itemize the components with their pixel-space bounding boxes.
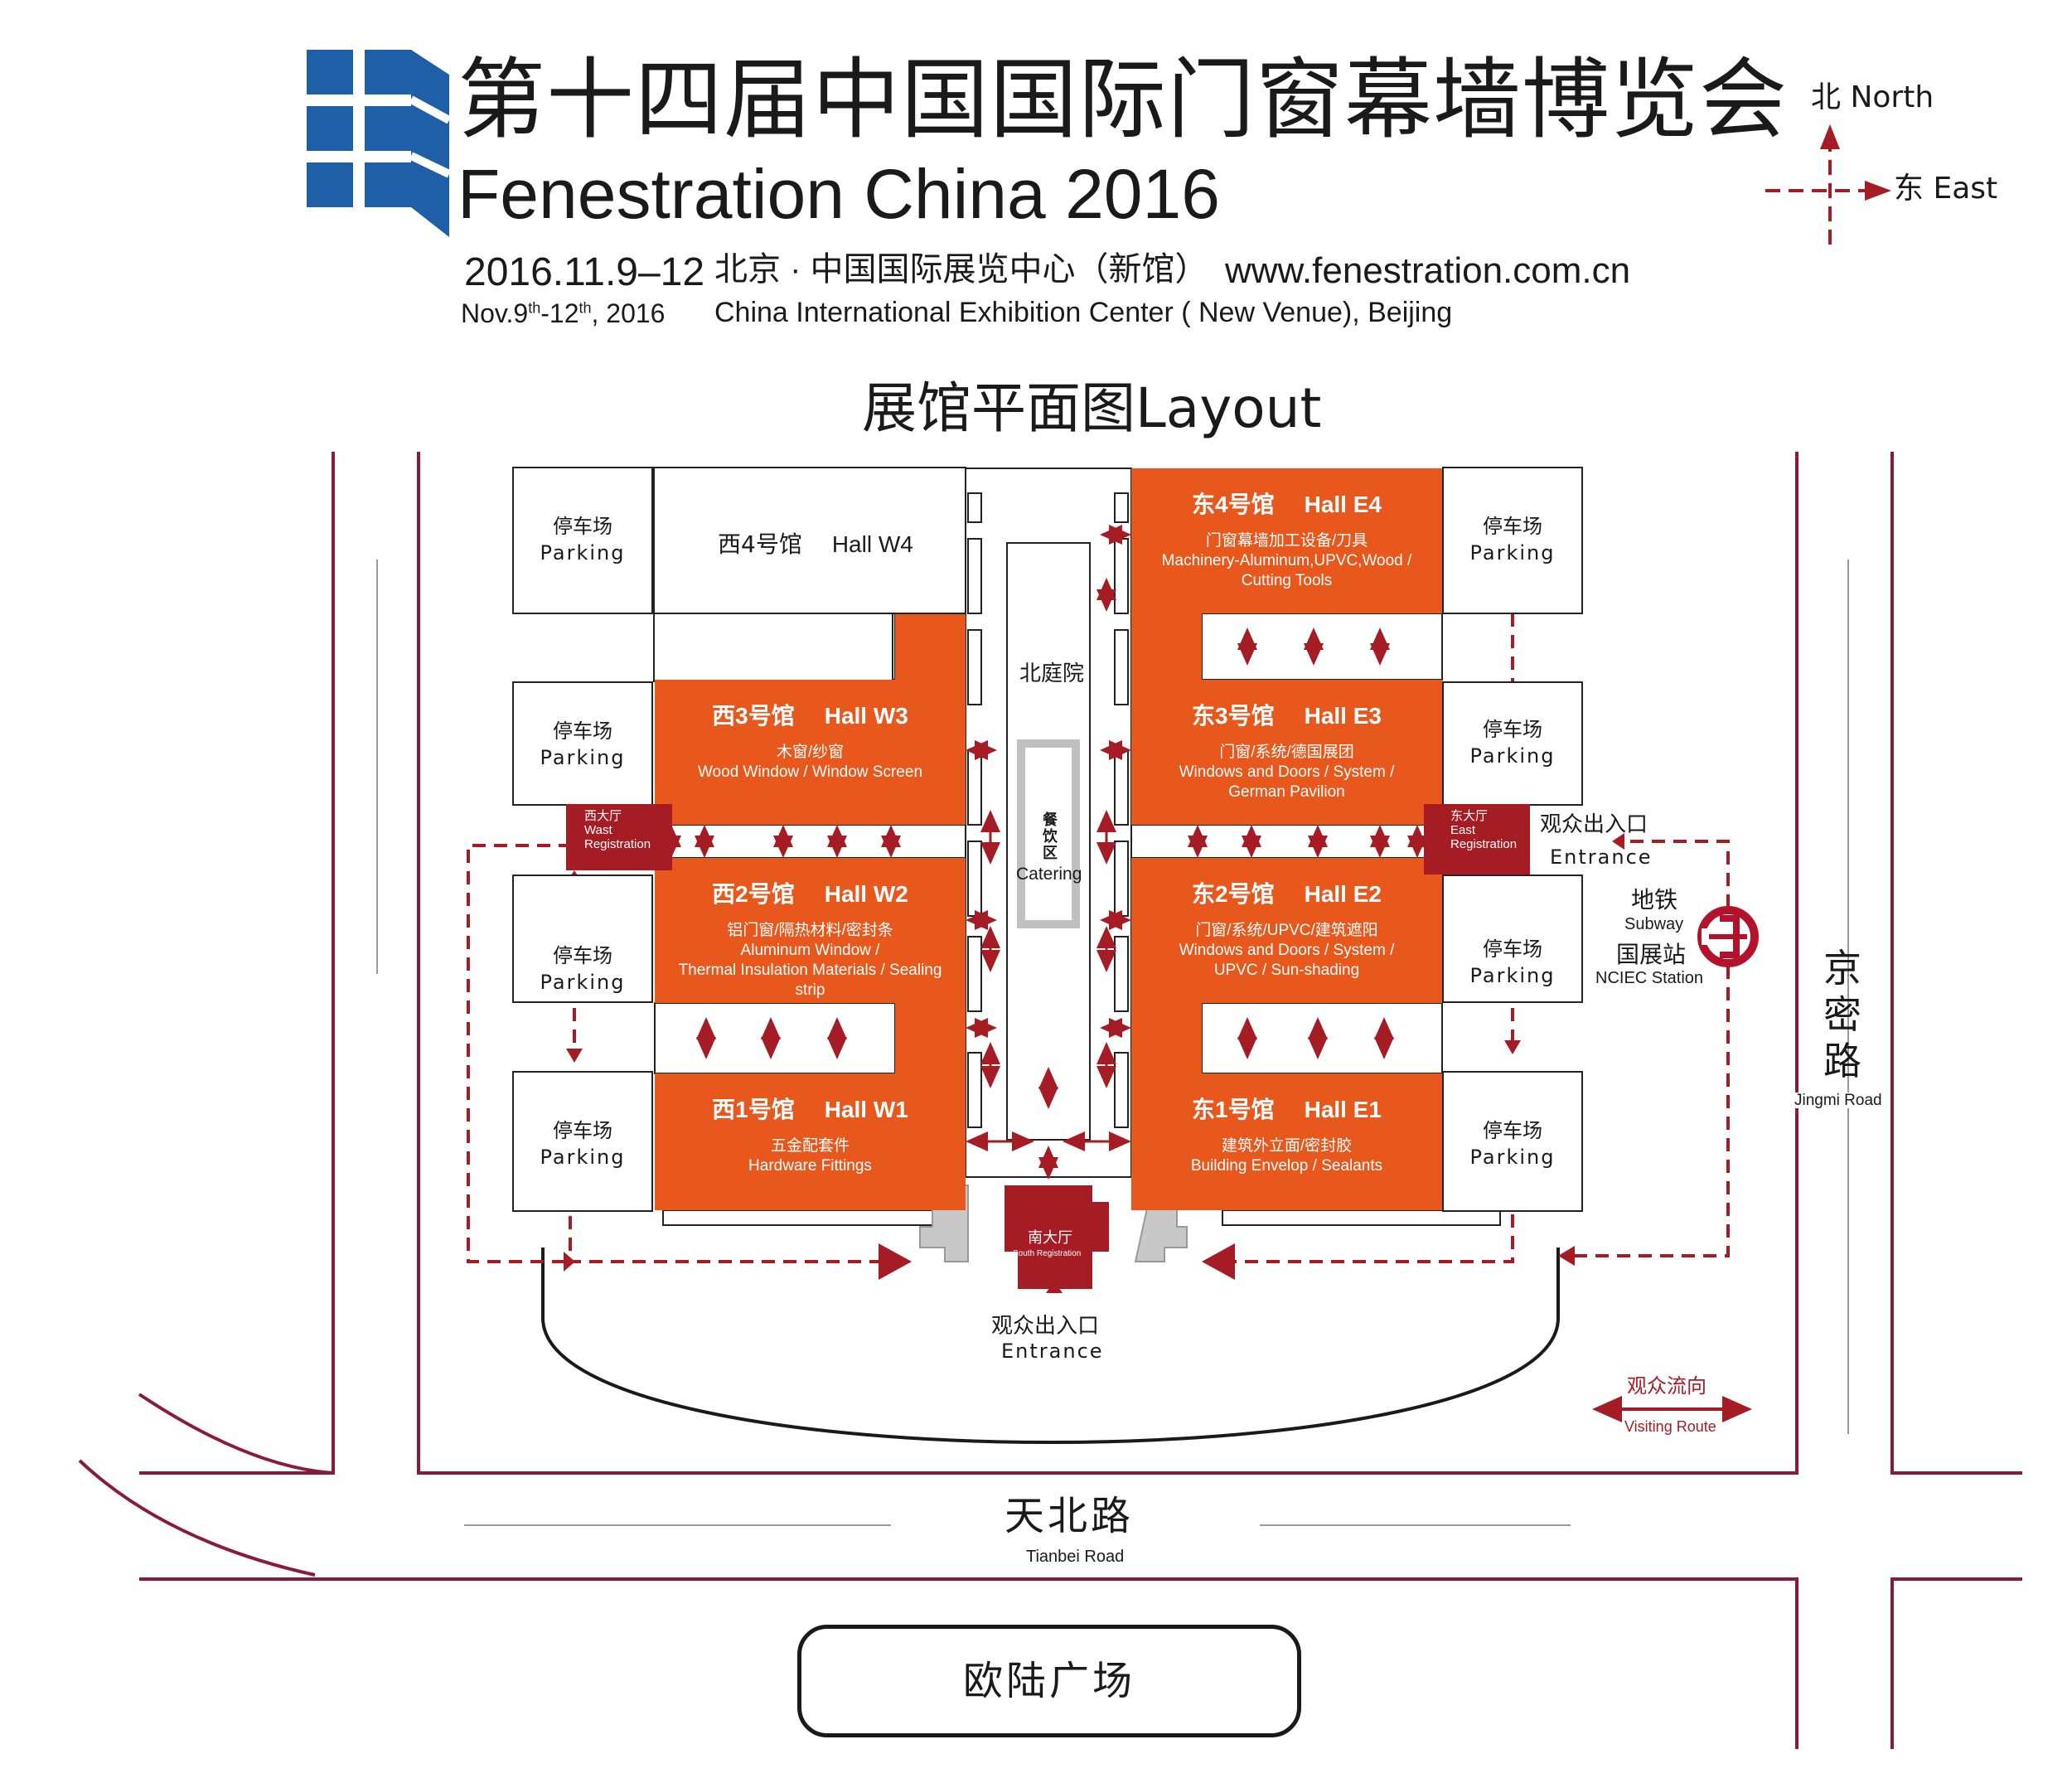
jingmi-road-en: Jingmi Road: [1793, 1092, 1884, 1109]
hall-w3-annex: [895, 614, 966, 681]
venue-en: China International Exhibition Center ( …: [714, 297, 1453, 328]
legend-label-en: Visiting Route: [1624, 1418, 1716, 1435]
west-registration: 西大厅 Wast Registration: [566, 804, 672, 870]
catering-label-cn: 餐 饮 区: [1043, 812, 1058, 862]
website: www.fenestration.com.cn: [1225, 250, 1631, 291]
subway-label-cn: 地铁: [1631, 886, 1678, 913]
compass-north-label: 北 North: [1811, 80, 1934, 114]
road-lines: [78, 452, 2022, 1749]
north-courtyard-label: 北庭院: [1019, 661, 1085, 686]
tianbei-road-en: Tianbei Road: [1026, 1548, 1125, 1566]
subway-icon: [1697, 906, 1759, 967]
event-title-cn: 第十四届中国国际门窗幕墙博览会: [457, 49, 1788, 151]
east-entrance-cn: 观众出入口: [1540, 812, 1648, 837]
hall-e4-annex: [1131, 613, 1202, 680]
catering-label-en: Catering: [1016, 865, 1082, 884]
south-registration-en: South Registration: [1013, 1249, 1082, 1258]
compass-east-label: 东 East: [1894, 172, 1998, 206]
legend-label-cn: 观众流向: [1627, 1374, 1706, 1398]
south-entrance-en: Entrance: [1001, 1340, 1104, 1363]
south-entrance-cn: 观众出入口: [991, 1314, 1100, 1339]
south-registration-cn: 南大厅: [1028, 1229, 1072, 1247]
event-title-en: Fenestration China 2016: [457, 155, 1220, 233]
venue-cn: 北京 · 中国国际展览中心（新馆）: [714, 251, 1208, 288]
hall-e2-annex: [1131, 1003, 1202, 1073]
event-date-cn: 2016.11.9–12: [464, 250, 705, 294]
hall-w2-annex: [895, 1003, 966, 1073]
european-plaza: 欧陆广场: [797, 1625, 1301, 1737]
east-entrance-en: Entrance: [1550, 845, 1653, 869]
tianbei-road-cn: 天北路: [1005, 1493, 1135, 1539]
subway-label-en: Subway: [1624, 915, 1684, 933]
east-registration: 东大厅 East Registration: [1424, 804, 1530, 875]
station-label-en: NCIEC Station: [1595, 969, 1704, 987]
station-label-cn: 国展站: [1616, 941, 1687, 968]
jingmi-road-cn: 京 密 路: [1823, 946, 1861, 1083]
south-registration-hall: [1005, 1185, 1109, 1289]
layout-title: 展馆平面图Layout: [862, 376, 1322, 440]
compass-icon: [1765, 124, 1891, 245]
event-date-en: Nov.9th-12th, 2016: [461, 298, 666, 328]
hall-w4-annex: [653, 614, 893, 682]
